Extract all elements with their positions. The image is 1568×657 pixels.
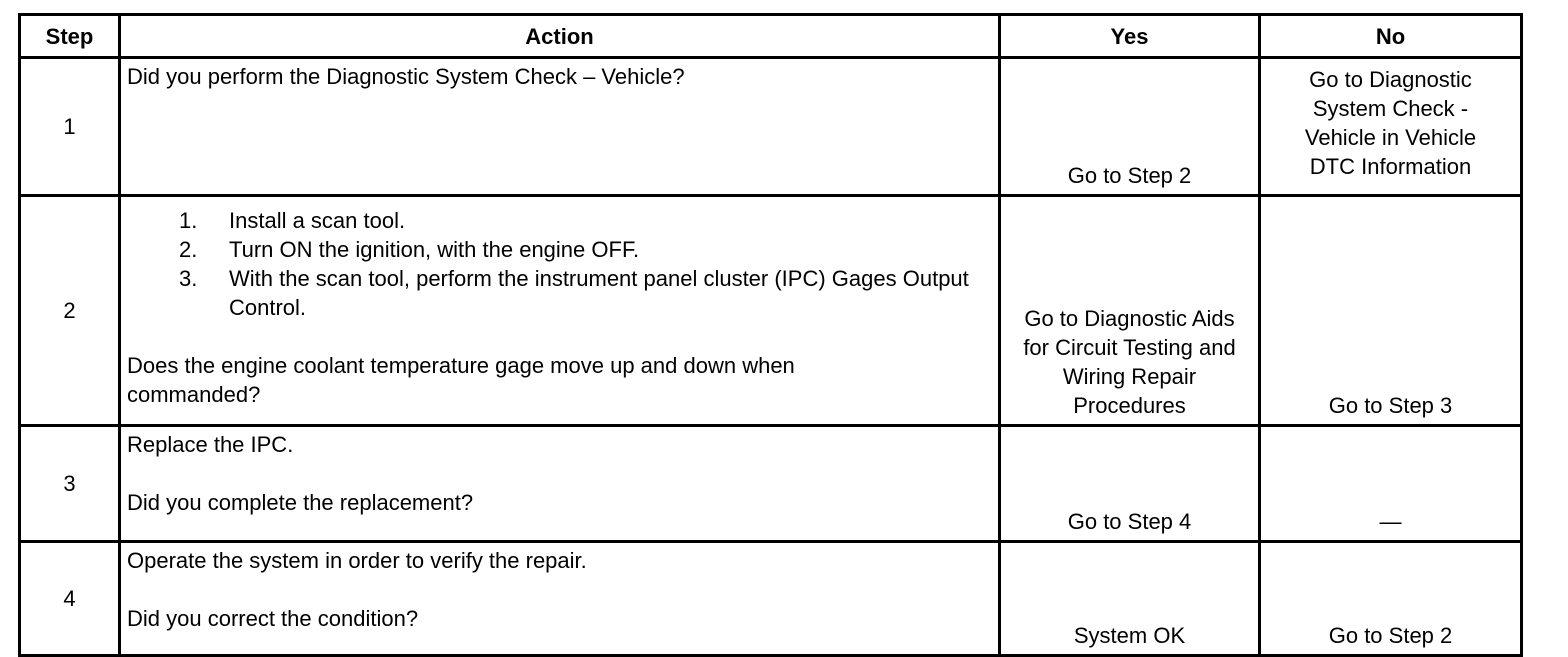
action-text: Replace the IPC.	[127, 432, 294, 457]
question-text: Did you correct the condition?	[127, 606, 419, 631]
action-cell: 1. Install a scan tool. 2. Turn ON the ign…	[118, 194, 1001, 427]
yes-text: Go to Step 2	[1067, 163, 1192, 188]
step-number: 4	[18, 540, 121, 657]
substep-number: 3.	[179, 266, 198, 291]
no-text-line: Vehicle in Vehicle	[1304, 125, 1477, 150]
question-text: Does the engine coolant temperature gage…	[127, 353, 795, 407]
header-no: No	[1258, 13, 1523, 59]
no-text-line: Go to Diagnostic	[1309, 67, 1472, 92]
table-row: 2 1. Install a scan tool. 2. Turn ON the i…	[18, 194, 1523, 427]
header-row: Step Action Yes No	[18, 13, 1523, 59]
yes-text-line: Procedures	[1073, 393, 1186, 418]
action-text: Did you perform the Diagnostic System Ch…	[127, 64, 685, 89]
step-number: 1	[18, 56, 121, 197]
yes-cell: Go to Step 2	[998, 56, 1261, 197]
header-step: Step	[18, 13, 121, 59]
yes-text-line: Wiring Repair	[1062, 364, 1197, 389]
step-number: 3	[18, 424, 121, 543]
list-item: 3. With the scan tool, perform the instru…	[179, 264, 992, 322]
table-row: 1 Did you perform the Diagnostic System …	[18, 56, 1523, 197]
question-text: Did you complete the replacement?	[127, 490, 474, 515]
no-cell: Go to Step 2	[1258, 540, 1523, 657]
yes-cell: Go to Diagnostic Aids for Circuit Testin…	[998, 194, 1261, 427]
action-cell: Did you perform the Diagnostic System Ch…	[118, 56, 1001, 197]
substep-list: 1. Install a scan tool. 2. Turn ON the ign…	[127, 206, 992, 322]
no-cell: —	[1258, 424, 1523, 543]
substep-text: With the scan tool, perform the instrume…	[229, 266, 969, 320]
no-text-line: DTC Information	[1309, 154, 1472, 179]
step-number: 2	[18, 194, 121, 427]
substep-text: Install a scan tool.	[229, 208, 406, 233]
no-text-line: System Check -	[1312, 96, 1469, 121]
substep-number: 1.	[179, 208, 198, 233]
yes-cell: System OK	[998, 540, 1261, 657]
no-cell: Go to Step 3	[1258, 194, 1523, 427]
header-yes: Yes	[998, 13, 1261, 59]
diagnostic-table: Step Action Yes No 1 Did you perform the…	[18, 13, 1523, 657]
yes-text-line: for Circuit Testing and	[1023, 335, 1236, 360]
no-text: Go to Step 2	[1328, 623, 1453, 648]
table-row: 4 Operate the system in order to verify …	[18, 540, 1523, 657]
action-cell: Replace the IPC. Did you complete the re…	[118, 424, 1001, 543]
yes-cell: Go to Step 4	[998, 424, 1261, 543]
yes-text-line: Go to Diagnostic Aids	[1024, 306, 1235, 331]
table-row: 3 Replace the IPC. Did you complete the …	[18, 424, 1523, 543]
yes-text: Go to Step 4	[1067, 509, 1192, 534]
action-cell: Operate the system in order to verify th…	[118, 540, 1001, 657]
no-cell: Go to Diagnostic System Check - Vehicle …	[1258, 56, 1523, 197]
no-text: Go to Step 3	[1328, 393, 1453, 418]
substep-number: 2.	[179, 237, 198, 262]
action-text: Operate the system in order to verify th…	[127, 548, 587, 573]
substep-text: Turn ON the ignition, with the engine OF…	[229, 237, 640, 262]
list-item: 2. Turn ON the ignition, with the engine …	[179, 235, 992, 264]
yes-text: System OK	[1073, 623, 1186, 648]
list-item: 1. Install a scan tool.	[179, 206, 992, 235]
header-action: Action	[118, 13, 1001, 59]
no-text: —	[1379, 509, 1402, 534]
